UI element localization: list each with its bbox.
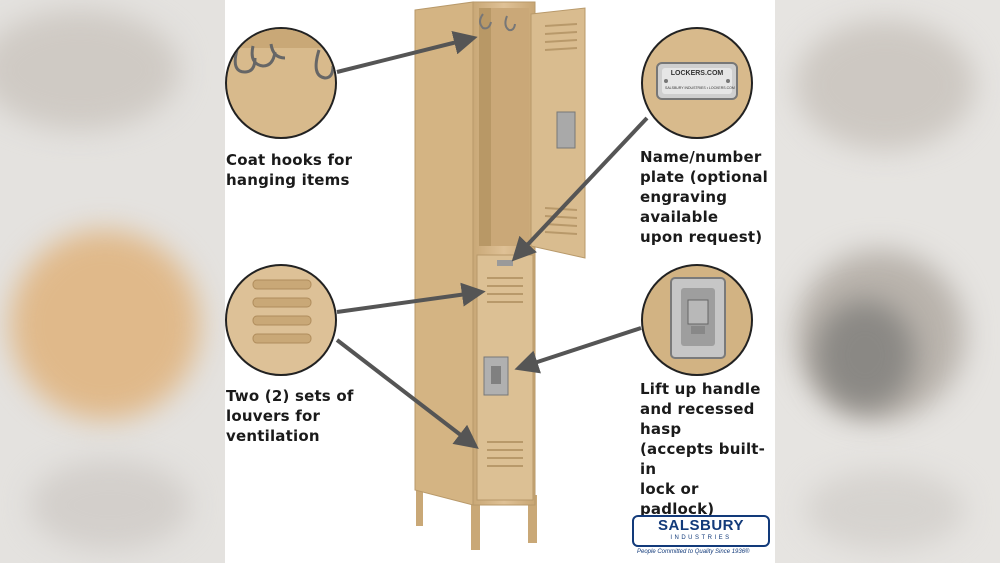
callout-name-plate [641, 27, 753, 139]
callout-arrows [335, 31, 649, 449]
locker-side-panel [414, 1, 474, 506]
locker [414, 1, 586, 550]
name-plate-brand-text: LOCKERS.COM [670, 70, 724, 77]
callout-coat-hooks [225, 27, 337, 139]
arrow-to-hooks [336, 31, 478, 74]
locker-leg [416, 488, 423, 526]
upper-door-handle[interactable] [556, 111, 576, 149]
salsbury-logo: SALSBURY INDUSTRIES [632, 515, 770, 547]
arrow-to-louvers-bottom [335, 338, 479, 449]
blurred-background-left [0, 0, 225, 563]
caption-handle: Lift up handle and recessed hasp (accept… [640, 380, 766, 518]
caption-coat-hooks: Coat hooks for hanging items [226, 151, 353, 189]
locker-illustration [225, 1, 753, 550]
arrow-to-handle [514, 326, 642, 374]
name-plate-maker-text: SALSBURY INDUSTRIES • LOCKERS.COM [665, 86, 735, 90]
coat-hook [504, 15, 516, 32]
logo-name: SALSBURY [658, 517, 744, 534]
locker-leg [471, 495, 480, 550]
blurred-background-right [775, 0, 1000, 563]
product-image-panel: LOCKERS.COM SALSBURY INDUSTRIES • LOCKER… [225, 0, 775, 563]
caption-louvers: Two (2) sets of louvers for ventilation [226, 387, 354, 445]
coat-hook [479, 13, 492, 30]
louvers-bottom [487, 441, 523, 467]
callout-louvers [225, 264, 337, 376]
locker-leg [528, 495, 537, 543]
arrow-to-louvers-top [336, 282, 486, 314]
louvers-top [487, 277, 523, 303]
caption-name-plate: Name/number plate (optional engraving av… [640, 148, 769, 246]
callout-handle [641, 264, 753, 376]
logo-subtitle: INDUSTRIES [670, 535, 732, 541]
arrow-to-name-plate [511, 116, 649, 262]
lower-door-handle[interactable] [483, 356, 509, 396]
name-plate-maker-url: LOCKERS.COM [708, 86, 735, 90]
logo-tagline: People Committed to Quality Since 1936® [637, 549, 750, 555]
name-plate-maker: SALSBURY INDUSTRIES [665, 86, 706, 90]
number-plate [497, 260, 513, 266]
